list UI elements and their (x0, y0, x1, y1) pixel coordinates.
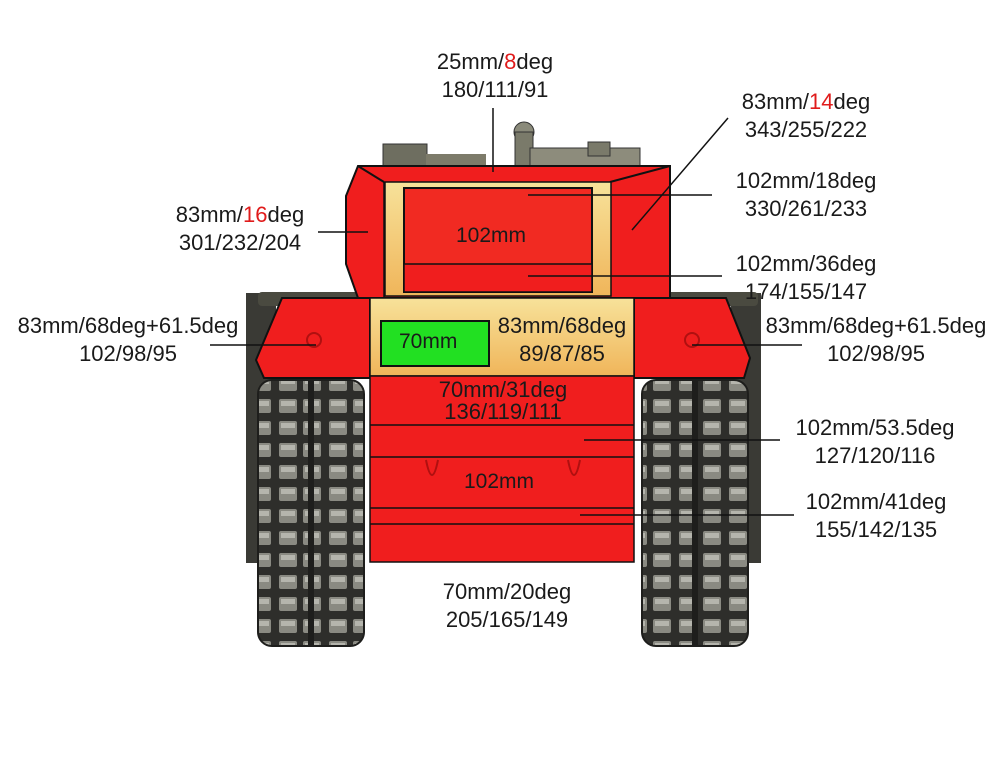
turret-right-unit: deg (833, 89, 871, 114)
tow-hook-right (567, 459, 581, 476)
label-turret-right: 83mm/14deg 343/255/222 (726, 88, 886, 144)
lower-plate-spec: 102mm/41deg (805, 489, 947, 514)
mid-plate-spec: 102mm/53.5deg (795, 415, 955, 440)
label-upper-glacis: 70mm/31deg 136/119/111 (420, 376, 586, 426)
left-headlight (306, 332, 322, 348)
turret-left-thickness: 83mm/ (175, 202, 244, 227)
lower-glacis-spec: 70mm/20deg (442, 579, 572, 604)
turret-right-values: 343/255/222 (744, 117, 868, 142)
hull-left-values: 102/98/95 (79, 341, 177, 366)
tow-hook-left (425, 459, 439, 476)
label-hull-left: 83mm/68deg+61.5deg 102/98/95 (2, 312, 254, 368)
turret-edge-left (357, 165, 385, 183)
front-hull-label: 102mm (464, 470, 535, 493)
mantlet-upper-values: 330/261/233 (744, 196, 868, 221)
turret-edge-right (609, 165, 671, 183)
driver-hatch-label: 70mm (399, 330, 458, 353)
upper-glacis-spec: 70mm/31deg (438, 377, 568, 402)
hull-right-values: 102/98/95 (827, 341, 925, 366)
lower-glacis-values: 205/165/149 (445, 607, 569, 632)
hull-left-plate (254, 297, 371, 379)
label-lower-plate: 102mm/41deg 155/142/135 (788, 488, 964, 544)
hull-right-spec: 83mm/68deg+61.5deg (765, 313, 987, 338)
lower-plate-values: 155/142/135 (814, 517, 938, 542)
periscope-left (382, 143, 428, 169)
mantlet-upper-spec: 102mm/18deg (735, 168, 877, 193)
top-turret-angle: 8 (504, 49, 517, 74)
top-turret-thickness: 25mm/ (436, 49, 505, 74)
gun-mantlet-label: 102mm (456, 224, 527, 247)
driver-plate-spec: 83mm/68deg (497, 313, 627, 338)
label-mantlet-upper: 102mm/18deg 330/261/233 (718, 167, 894, 223)
driver-plate-values: 89/87/85 (519, 341, 605, 366)
upper-glacis-values: 136/119/111 (444, 399, 562, 424)
turret-left-values: 301/232/204 (178, 230, 302, 255)
roof-box-top (587, 141, 611, 157)
hull-left-spec: 83mm/68deg+61.5deg (17, 313, 239, 338)
left-track-guide (308, 380, 314, 646)
leader-lines (210, 108, 802, 516)
label-lower-glacis: 70mm/20deg 205/165/149 (422, 578, 592, 634)
top-turret-values: 180/111/91 (441, 77, 549, 102)
front-hull (369, 375, 635, 563)
label-mantlet-lower: 102mm/36deg 174/155/147 (718, 250, 894, 306)
right-headlight (684, 332, 700, 348)
label-mid-plate: 102mm/53.5deg 127/120/116 (778, 414, 972, 470)
label-top-turret: 25mm/8deg 180/111/91 (423, 48, 567, 104)
mantlet-lower (403, 263, 593, 293)
mid-plate-values: 127/120/116 (814, 443, 936, 468)
leader-turret-right (631, 117, 729, 231)
turret-left-unit: deg (267, 202, 305, 227)
right-track-guide (692, 380, 698, 646)
turret-left-angle: 16 (243, 202, 268, 227)
mantlet-lower-spec: 102mm/36deg (735, 251, 877, 276)
top-turret-unit: deg (516, 49, 554, 74)
label-driver-plate: 83mm/68deg 89/87/85 (486, 312, 638, 368)
label-turret-left: 83mm/16deg 301/232/204 (160, 201, 320, 257)
driver-hatch (380, 320, 490, 367)
turret-right-angle: 14 (809, 89, 834, 114)
label-hull-right: 83mm/68deg+61.5deg 102/98/95 (750, 312, 1002, 368)
right-track (641, 293, 761, 647)
roof-plate (426, 154, 486, 168)
turret-roof-equipment (382, 121, 641, 169)
turret-right-thickness: 83mm/ (741, 89, 810, 114)
mantlet-lower-values: 174/155/147 (744, 279, 868, 304)
